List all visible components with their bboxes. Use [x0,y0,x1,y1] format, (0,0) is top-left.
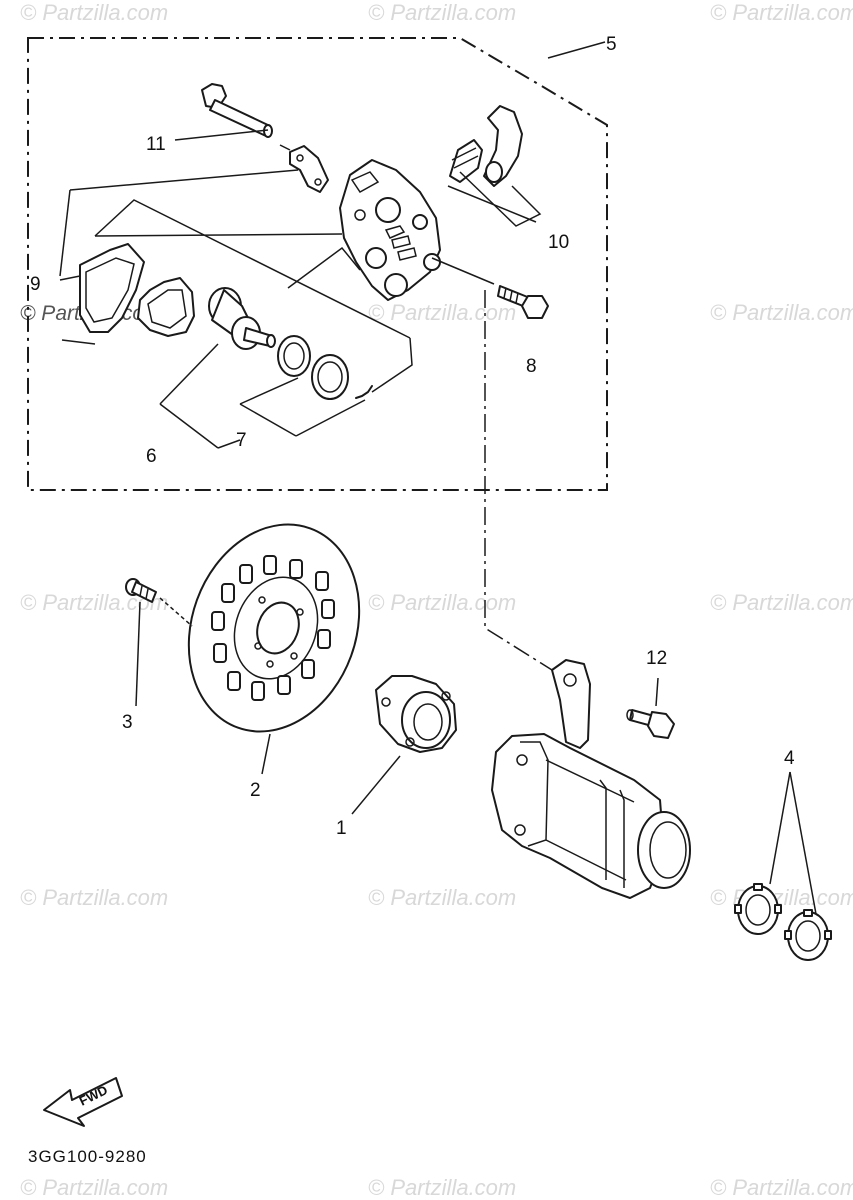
watermark-8: © Partzilla.com [710,590,853,615]
lock-nuts-part-4 [734,883,832,961]
callout-5: 5 [606,34,617,55]
pin-bolt-part-11 [201,83,273,138]
seals-part-7 [277,335,373,400]
callout-4: 4 [784,748,795,769]
callout-3: 3 [122,712,133,733]
hub-part-1 [375,675,457,753]
bolt-part-12 [626,709,675,739]
screw-part-3 [125,578,193,627]
caliper-body [339,159,441,301]
assembly-leader-lines [59,41,606,449]
diagram-code: 3GG100-9280 [28,1147,147,1166]
callout-7: 7 [236,430,247,451]
watermark-4: © Partzilla.com [368,300,516,325]
callout-10: 10 [548,232,569,253]
piston-part-6 [208,287,276,350]
brake-disc-part-2 [187,523,361,733]
watermark-9: © Partzilla.com [20,885,168,910]
bolt-part-8 [497,285,549,319]
axle-housing [491,659,691,899]
watermark-10: © Partzilla.com [368,885,516,910]
fwd-arrow-icon: FWD [43,1077,123,1127]
callout-8: 8 [526,356,537,377]
callout-11: 11 [146,134,166,155]
watermark-3: © Partzilla.com [710,0,853,25]
brake-pads-part-9 [79,243,195,337]
callouts: 11 5 10 9 8 6 7 3 2 1 12 4 [30,34,795,839]
retainer-clip [289,145,329,193]
watermark-1: © Partzilla.com [20,0,168,25]
watermark-14: © Partzilla.com [710,1175,853,1200]
callout-2: 2 [250,780,261,801]
watermark-13: © Partzilla.com [368,1175,516,1200]
watermark-5: © Partzilla.com [710,300,853,325]
watermark-12: © Partzilla.com [20,1175,168,1200]
callout-12: 12 [646,648,667,669]
caliper-assembly-boundary [27,37,608,491]
watermarks: © Partzilla.com © Partzilla.com © Partzi… [20,0,853,1200]
lower-leader-lines [135,290,817,915]
bleed-screw-part-10 [449,105,523,187]
callout-9: 9 [30,274,41,295]
watermark-7: © Partzilla.com [368,590,516,615]
callout-1: 1 [336,818,347,839]
watermark-2: © Partzilla.com [368,0,516,25]
callout-6: 6 [146,446,157,467]
